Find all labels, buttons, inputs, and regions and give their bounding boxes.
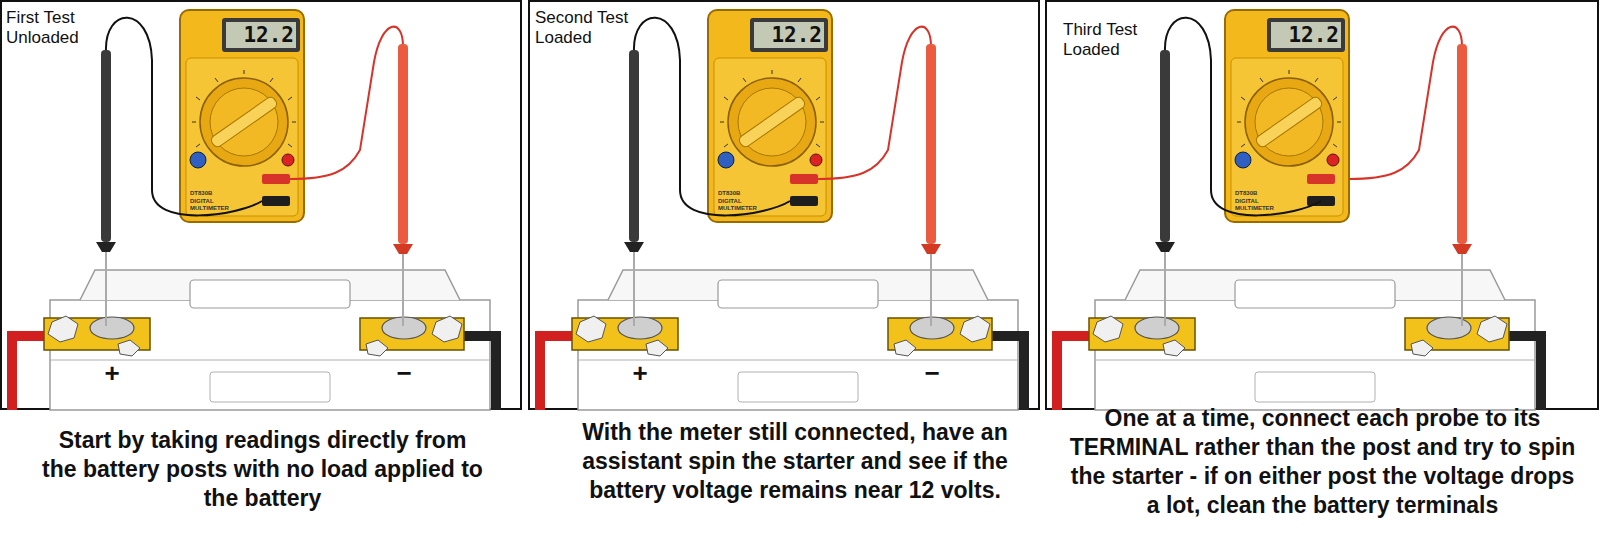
panel-heading: Third Test Loaded [1063, 20, 1173, 61]
model-number: DT830B [1235, 190, 1283, 197]
panel-heading: Second Test Loaded [535, 8, 635, 49]
polarity-mark: + [97, 358, 127, 389]
polarity-mark: − [917, 358, 947, 389]
panel-caption: Start by taking readings directly from t… [40, 426, 485, 513]
panel-heading: First Test Unloaded [6, 8, 116, 49]
lcd-reading: 12.2 [1271, 23, 1339, 48]
meter-brand: DIGITAL MULTIMETER [190, 198, 238, 212]
meter-brand: DIGITAL MULTIMETER [718, 198, 766, 212]
lcd-reading: 12.2 [226, 23, 294, 48]
model-number: DT830B [718, 190, 766, 197]
panel-caption: With the meter still connected, have an … [560, 418, 1030, 505]
meter-brand: DIGITAL MULTIMETER [1235, 198, 1283, 212]
polarity-mark: − [389, 358, 419, 389]
model-number: DT830B [190, 190, 238, 197]
polarity-mark: + [625, 358, 655, 389]
panel-caption: One at a time, connect each probe to its… [1065, 404, 1580, 520]
lcd-reading: 12.2 [754, 23, 822, 48]
